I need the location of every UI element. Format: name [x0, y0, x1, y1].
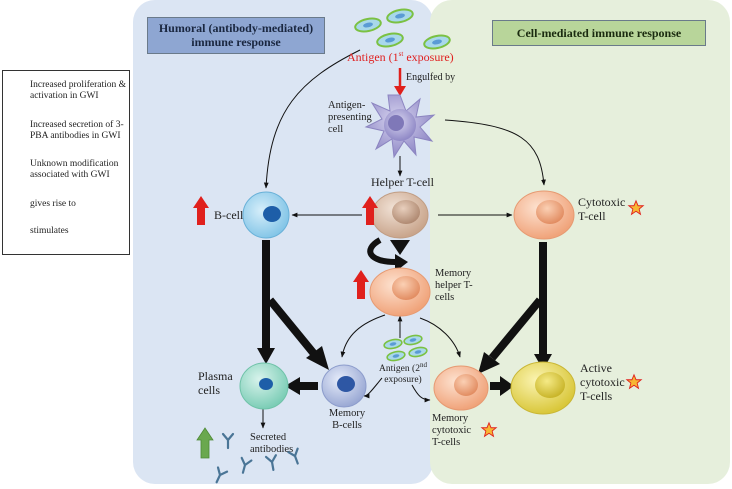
arrow-antigen-to-bcell	[263, 49, 361, 189]
arrow-memhelper-to-plasma-branch	[340, 314, 386, 358]
humoral-header: Humoral (antibody-mediated) immune respo…	[147, 17, 325, 54]
antigen-1st-label: Antigen (1st exposure)	[347, 50, 454, 64]
red-up-arrow-icon	[193, 196, 378, 299]
thick-bcell-to-memb	[266, 297, 319, 358]
legend	[2, 70, 130, 255]
thick-helper-to-memhelper	[367, 237, 396, 265]
b-cell-label: B-cell	[214, 208, 244, 222]
arrow-memhelper-to-memcyt	[419, 317, 461, 358]
legend-unknown-modification: Unknown modification associated with GWI	[30, 159, 119, 180]
antigen-2nd-icon	[383, 334, 428, 362]
cell-mediated-header: Cell-mediated immune response	[492, 20, 706, 47]
arrow-antigen2-to-memb	[363, 377, 383, 399]
memory-helper-t-cells-label: Memory helper T-cells	[435, 268, 473, 304]
active-cytotoxic-t-cell-icon	[510, 361, 576, 415]
arrow-antigen2-to-memcyt	[411, 384, 431, 403]
engulfed-by-label: Engulfed by	[406, 72, 456, 83]
antigen-presenting-cell-icon	[364, 94, 436, 159]
cell-mediated-panel	[430, 0, 730, 484]
secreted-antibodies-label: Secreted antibodies	[250, 432, 294, 456]
helper-t-cell-icon	[371, 191, 429, 239]
memory-b-cells-label: Memory B-cells	[328, 408, 366, 432]
humoral-panel	[133, 0, 433, 484]
legend-increased-secretion: Increased secretion of 3-PBA antibodies …	[30, 120, 124, 141]
b-cell-icon	[242, 191, 290, 239]
thick-cyt-to-memcyt	[488, 297, 544, 361]
thin-arrows	[260, 49, 546, 429]
engulfed-arrow	[394, 68, 406, 96]
memory-cytotoxic-t-cell-icon	[433, 365, 489, 411]
memory-helper-t-cell-icon	[369, 267, 431, 317]
helper-t-cell-label: Helper T-cell	[371, 175, 434, 189]
active-cytotoxic-t-cells-label: Active cytotoxic T-cells	[580, 361, 625, 403]
legend-gives-rise: gives rise to	[30, 199, 76, 209]
cytotoxic-t-cell-icon	[513, 190, 575, 240]
legend-increased-proliferation: Increased proliferation & activation in …	[30, 80, 127, 101]
plasma-cells-label: Plasma cells	[198, 369, 233, 397]
memory-cytotoxic-t-cells-label: Memory cytotoxic T-cells	[432, 413, 472, 449]
antigen-1st-icon	[354, 8, 451, 50]
memory-b-cell-icon	[321, 364, 367, 408]
cytotoxic-t-cell-label: Cytotoxic T-cell	[578, 195, 626, 223]
antibody-icons	[215, 432, 299, 484]
arrow-apc-to-cytotoxic	[444, 119, 546, 186]
antigen-2nd-label: Antigen (2nd exposure)	[379, 361, 427, 386]
apc-label: Antigen-presenting cell	[328, 100, 372, 136]
plasma-cell-icon	[239, 362, 289, 410]
thick-arrows	[257, 237, 552, 396]
green-up-arrow-icon	[196, 427, 214, 459]
legend-stimulates: stimulates	[30, 226, 69, 236]
star-icon	[480, 199, 645, 438]
